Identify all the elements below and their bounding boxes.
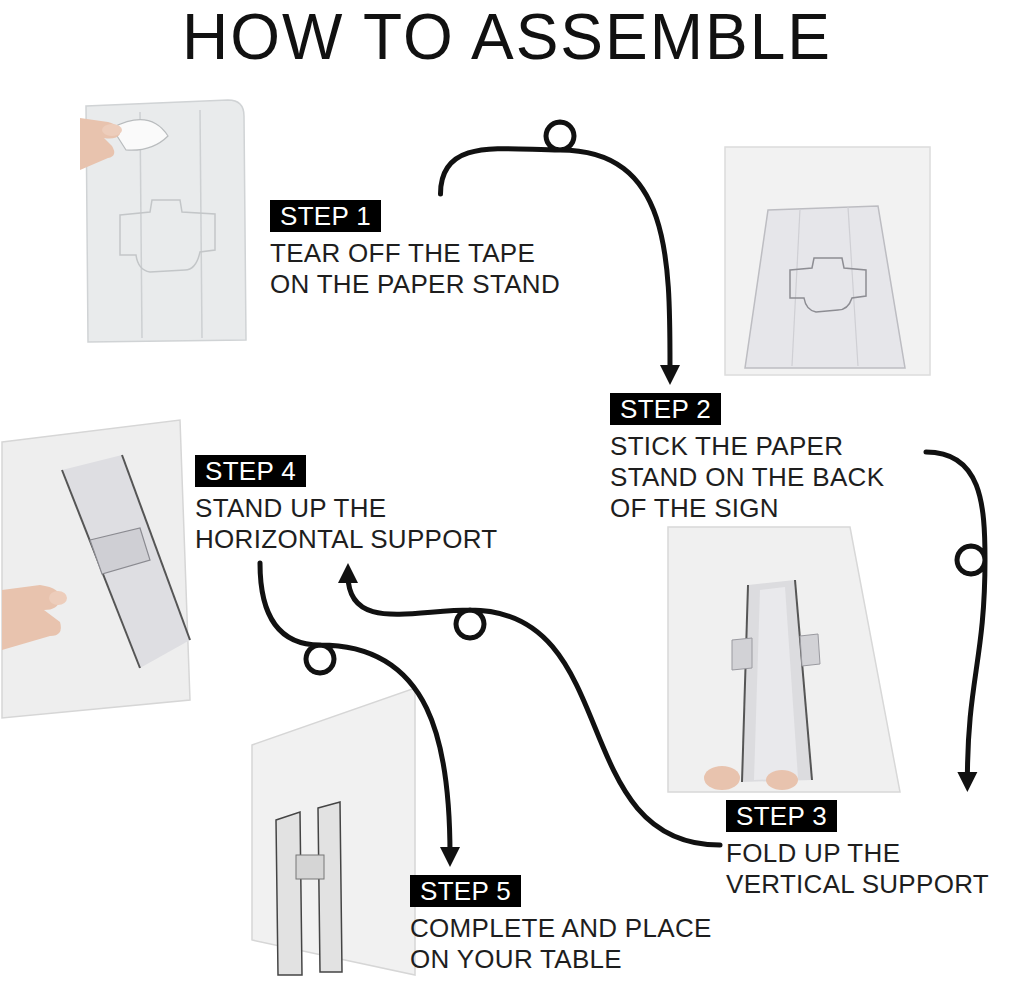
step-block: STEP 2 STICK THE PAPER STAND ON THE BACK … — [610, 393, 920, 524]
arrow-head — [660, 365, 680, 385]
step-block: STEP 5 COMPLETE AND PLACE ON YOUR TABLE — [410, 875, 745, 975]
step-instruction: TEAR OFF THE TAPE ON THE PAPER STAND — [270, 238, 580, 300]
arrow-line — [348, 575, 720, 845]
step-badge: STEP 1 — [270, 200, 381, 232]
step-block: STEP 4 STAND UP THE HORIZONTAL SUPPORT — [195, 455, 535, 555]
photo-stand-horizontal — [2, 420, 190, 718]
step-badge: STEP 4 — [195, 455, 306, 487]
step-instruction: COMPLETE AND PLACE ON YOUR TABLE — [410, 913, 745, 975]
badge-row: STEP 4 — [195, 455, 535, 493]
photo-tear-tape — [80, 100, 246, 342]
badge-row: STEP 2 — [610, 393, 920, 431]
photo-finished-sign — [252, 688, 415, 975]
arrow-head — [440, 847, 460, 867]
step-instruction: FOLD UP THE VERTICAL SUPPORT — [726, 838, 1010, 900]
photo-stick-stand — [725, 147, 930, 375]
curly-arrow — [260, 563, 460, 867]
badge-row: STEP 1 — [270, 200, 580, 238]
badge-row: STEP 5 — [410, 875, 745, 913]
arrow-line — [926, 452, 985, 780]
curly-arrow — [926, 452, 985, 792]
arrow-line — [260, 563, 450, 855]
step-instruction: STICK THE PAPER STAND ON THE BACK OF THE… — [610, 431, 920, 524]
step-block: STEP 3 FOLD UP THE VERTICAL SUPPORT — [726, 800, 1010, 900]
arrow-head — [338, 563, 358, 583]
step-badge: STEP 2 — [610, 393, 721, 425]
photo-fold-vertical — [668, 527, 900, 792]
step-instruction: STAND UP THE HORIZONTAL SUPPORT — [195, 493, 535, 555]
curly-arrow — [338, 563, 720, 845]
diagram-title: HOW TO ASSEMBLE — [0, 2, 1014, 72]
arrow-head — [957, 772, 977, 792]
step-badge: STEP 5 — [410, 875, 521, 907]
step-block: STEP 1 TEAR OFF THE TAPE ON THE PAPER STA… — [270, 200, 580, 300]
badge-row: STEP 3 — [726, 800, 1010, 838]
step-badge: STEP 3 — [726, 800, 837, 832]
